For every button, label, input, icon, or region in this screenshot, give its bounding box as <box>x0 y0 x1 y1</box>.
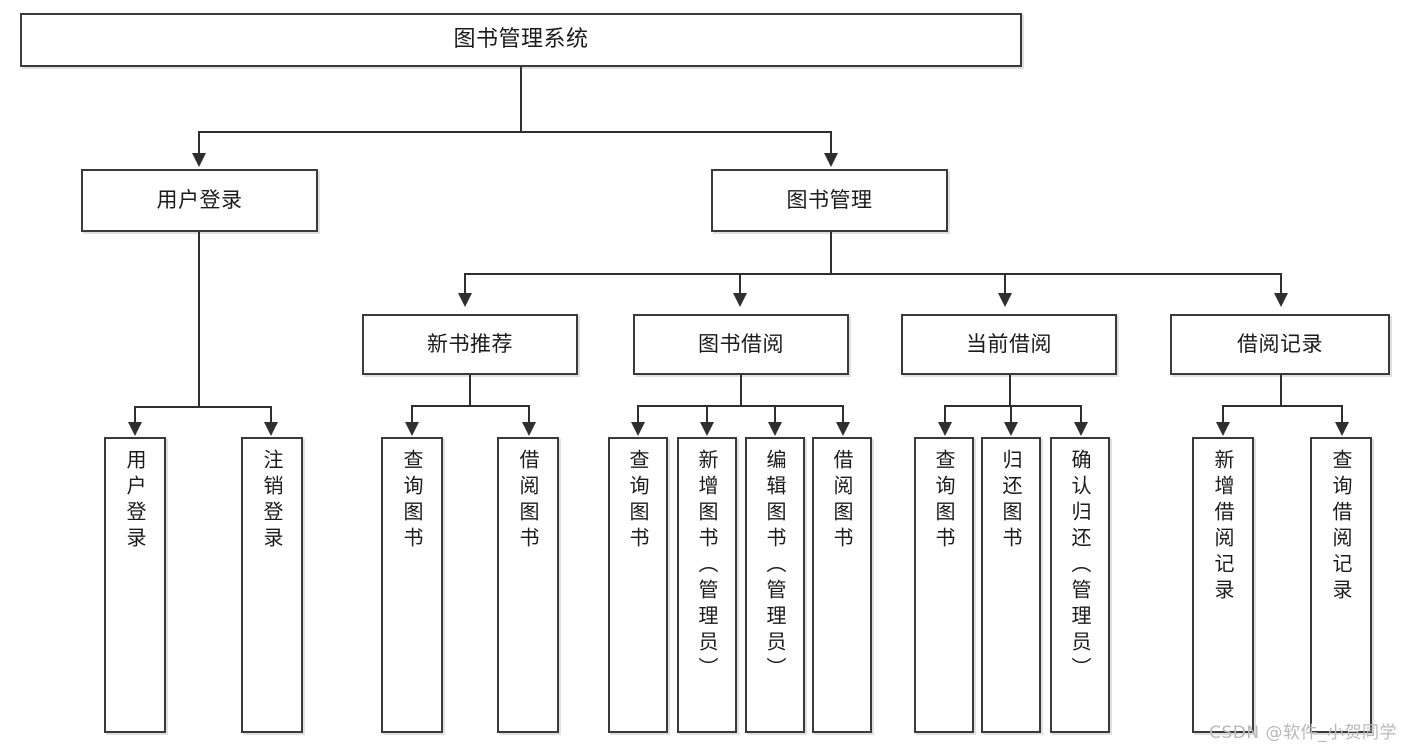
arrow-to-user-login <box>192 153 206 167</box>
arrow-to-leaf-return-book <box>1004 422 1018 436</box>
arrow-to-current-borrow <box>998 293 1012 307</box>
connector-level3-drop-1 <box>464 273 466 295</box>
leaf-borrow-book[interactable]: 借阅图书 <box>812 437 872 733</box>
arrow-to-book-borrow <box>733 293 747 307</box>
node-label: 借阅图书 <box>516 449 540 553</box>
connector-borrow-record-drop-2 <box>1341 405 1343 424</box>
connector-book-borrow-drop-4 <box>842 405 844 424</box>
arrow-to-leaf-edit-book <box>768 422 782 436</box>
arrow-to-leaf-query-book-1 <box>405 422 419 436</box>
node-label: 确认归还（管理员） <box>1068 449 1092 683</box>
connector-current-borrow-drop-1 <box>944 405 946 424</box>
connector-current-borrow-drop-2 <box>1010 405 1012 424</box>
leaf-query-book-borrow[interactable]: 查询图书 <box>608 437 668 733</box>
connector-book-borrow-bus <box>637 405 843 407</box>
leaf-query-book-recommend[interactable]: 查询图书 <box>381 437 443 733</box>
node-label: 新增借阅记录 <box>1211 449 1235 605</box>
arrow-to-leaf-query-book-3 <box>938 422 952 436</box>
node-book-management[interactable]: 图书管理 <box>711 169 948 232</box>
node-label: 新增图书（管理员） <box>695 449 719 683</box>
node-label: 新书推荐 <box>427 331 513 356</box>
connector-new-book-drop-2 <box>528 405 530 424</box>
connector-root-bus <box>198 131 832 133</box>
arrow-to-leaf-add-borrow-record <box>1216 422 1230 436</box>
arrow-to-leaf-user-login <box>128 422 142 436</box>
arrow-to-leaf-query-borrow-record <box>1335 422 1349 436</box>
connector-user-login-stem <box>198 232 200 407</box>
connector-borrow-record-drop-1 <box>1222 405 1224 424</box>
node-borrow-record[interactable]: 借阅记录 <box>1170 314 1390 375</box>
leaf-add-book-admin[interactable]: 新增图书（管理员） <box>677 437 737 733</box>
leaf-add-borrow-record[interactable]: 新增借阅记录 <box>1192 437 1254 733</box>
node-book-borrow[interactable]: 图书借阅 <box>633 314 849 375</box>
connector-user-login-bus <box>134 406 270 408</box>
connector-user-login-drop-2 <box>270 406 272 424</box>
arrow-to-borrow-record <box>1274 293 1288 307</box>
leaf-user-login[interactable]: 用户登录 <box>104 437 166 733</box>
arrow-to-book-management <box>824 153 838 167</box>
node-label: 查询图书 <box>932 449 956 553</box>
leaf-query-book-current[interactable]: 查询图书 <box>914 437 974 733</box>
node-new-book-recommend[interactable]: 新书推荐 <box>362 314 578 375</box>
arrow-to-leaf-logout <box>264 422 278 436</box>
connector-book-borrow-drop-2 <box>706 405 708 424</box>
leaf-return-book[interactable]: 归还图书 <box>981 437 1041 733</box>
watermark: CSDN @软件_小贺同学 <box>1209 723 1397 743</box>
connector-new-book-bus <box>411 405 528 407</box>
leaf-confirm-return-admin[interactable]: 确认归还（管理员） <box>1050 437 1110 733</box>
node-label: 借阅记录 <box>1237 331 1323 356</box>
connector-user-login-drop-1 <box>134 406 136 424</box>
connector-current-borrow-bus <box>944 405 1080 407</box>
connector-new-book-stem <box>469 375 471 406</box>
node-label: 注销登录 <box>260 449 284 553</box>
node-root-book-management-system[interactable]: 图书管理系统 <box>20 13 1022 67</box>
arrow-to-leaf-add-book <box>700 422 714 436</box>
node-label: 图书管理 <box>786 187 873 212</box>
node-label: 图书管理系统 <box>453 26 589 52</box>
connector-level3-bus <box>464 273 1280 275</box>
connector-level3-drop-3 <box>1004 273 1006 295</box>
arrow-to-leaf-confirm-return <box>1074 422 1088 436</box>
connector-borrow-record-stem <box>1280 375 1282 406</box>
arrow-to-new-book-recommend <box>458 293 472 307</box>
arrow-to-leaf-borrow-book-2 <box>836 422 850 436</box>
leaf-query-borrow-record[interactable]: 查询借阅记录 <box>1310 437 1372 733</box>
node-user-login[interactable]: 用户登录 <box>81 169 318 232</box>
connector-borrow-record-bus <box>1222 405 1342 407</box>
node-label: 当前借阅 <box>966 331 1052 356</box>
connector-book-management-stem <box>830 232 832 274</box>
node-label: 图书借阅 <box>698 331 784 356</box>
node-current-borrow[interactable]: 当前借阅 <box>901 314 1117 375</box>
connector-new-book-drop-1 <box>411 405 413 424</box>
arrow-to-leaf-query-book-2 <box>631 422 645 436</box>
connector-root-to-user-login <box>198 131 200 155</box>
leaf-edit-book-admin[interactable]: 编辑图书（管理员） <box>745 437 805 733</box>
connector-root-to-book-management <box>830 131 832 155</box>
connector-current-borrow-drop-3 <box>1080 405 1082 424</box>
connector-book-borrow-drop-1 <box>637 405 639 424</box>
node-label: 编辑图书（管理员） <box>763 449 787 683</box>
connector-level3-drop-2 <box>739 273 741 295</box>
node-label: 用户登录 <box>123 449 147 553</box>
node-label: 查询图书 <box>400 449 424 553</box>
connector-book-borrow-drop-3 <box>774 405 776 424</box>
connector-root-stem <box>520 67 522 132</box>
leaf-borrow-book-recommend[interactable]: 借阅图书 <box>497 437 559 733</box>
node-label: 查询借阅记录 <box>1329 449 1353 605</box>
connector-book-borrow-stem <box>740 375 742 406</box>
connector-current-borrow-stem <box>1009 375 1011 406</box>
node-label: 归还图书 <box>999 449 1023 553</box>
node-label: 用户登录 <box>156 187 243 212</box>
connector-level3-drop-4 <box>1280 273 1282 295</box>
arrow-to-leaf-borrow-book-1 <box>522 422 536 436</box>
leaf-logout[interactable]: 注销登录 <box>241 437 303 733</box>
node-label: 借阅图书 <box>830 449 854 553</box>
node-label: 查询图书 <box>626 449 650 553</box>
